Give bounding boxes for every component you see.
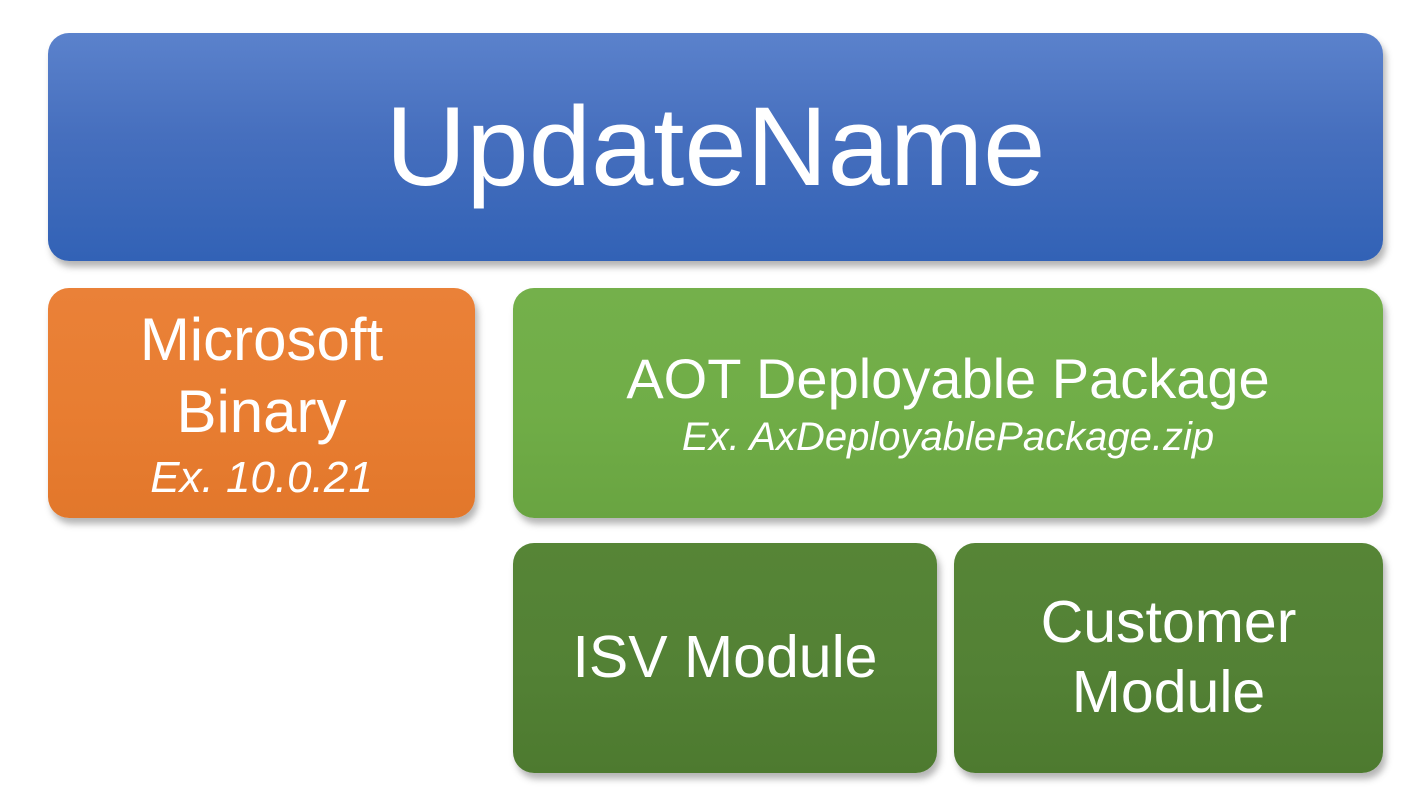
microsoft-binary-label: Microsoft Binary — [139, 305, 384, 445]
isv-module-box: ISV Module — [513, 543, 937, 773]
aot-deployable-package-example: Ex. AxDeployablePackage.zip — [681, 415, 1215, 460]
customer-module-box: Customer Module — [954, 543, 1383, 773]
isv-module-label: ISV Module — [572, 624, 878, 691]
customer-module-label: Customer Module — [1040, 589, 1297, 725]
aot-deployable-package-box: AOT Deployable Package Ex. AxDeployableP… — [513, 288, 1383, 518]
update-name-label: UpdateName — [385, 84, 1046, 210]
update-name-box: UpdateName — [48, 33, 1383, 261]
microsoft-binary-example: Ex. 10.0.21 — [150, 452, 373, 502]
aot-deployable-package-label: AOT Deployable Package — [626, 346, 1270, 410]
microsoft-binary-box: Microsoft Binary Ex. 10.0.21 — [48, 288, 475, 518]
